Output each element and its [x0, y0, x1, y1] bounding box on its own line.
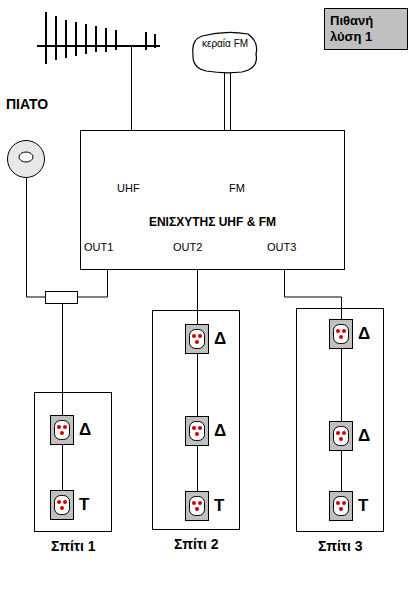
cable-wire [341, 451, 342, 491]
socket-pin [336, 501, 340, 505]
house-node: Σπίτι 2ΔΔΤ [152, 310, 240, 530]
cable [341, 349, 342, 421]
dish-lnb [19, 152, 33, 162]
socket-plate [190, 330, 205, 349]
socket-pin [60, 506, 64, 510]
socket-letter: Τ [358, 496, 368, 516]
wall-socket: Δ [185, 324, 209, 354]
port-label: UHF [117, 181, 140, 195]
socket-pin [195, 432, 199, 436]
house-node: Σπίτι 1ΔΤ [34, 392, 112, 532]
socket-pin [198, 334, 202, 338]
socket-pin [195, 340, 199, 344]
dish-feed [8, 141, 44, 177]
cable [225, 73, 231, 130]
socket-plate [190, 497, 205, 516]
socket-pin [57, 425, 61, 429]
cable-wire [62, 445, 63, 490]
cable-wire [224, 73, 225, 130]
splitter [46, 292, 78, 304]
socket-pin [57, 500, 61, 504]
cable [285, 270, 342, 319]
antenna-label: κεραία FM [199, 38, 251, 50]
socket-face [330, 422, 352, 450]
cable [197, 446, 198, 491]
socket-pin [336, 329, 340, 333]
socket-pin [342, 431, 346, 435]
socket-plate [55, 421, 70, 440]
socket-face [51, 491, 73, 519]
socket-letter: Τ [214, 496, 224, 516]
socket-plate [55, 496, 70, 515]
socket-face [51, 416, 73, 444]
socket-pin [60, 431, 64, 435]
socket-pin [192, 501, 196, 505]
socket-face [330, 492, 352, 520]
cable-wire [230, 73, 231, 130]
cable [197, 354, 198, 416]
amp-node: UHF FM ΕΝΙΣΧΥΤΗΣ UHF & FM OUT1 OUT2 OUT3 [80, 130, 345, 270]
socket-pin [63, 500, 67, 504]
amplifier-name: ΕΝΙΣΧΥΤΗΣ UHF & FM [81, 215, 344, 229]
wall-socket: Δ [329, 421, 353, 451]
socket-face [186, 325, 208, 353]
socket-letter: Δ [358, 324, 370, 344]
dish-label: ΠΙΑΤΟ [6, 95, 48, 113]
socket-pin [198, 426, 202, 430]
socket-pin [192, 334, 196, 338]
socket-plate [334, 427, 349, 446]
title-box: Πιθανή λύση 1 [324, 8, 408, 50]
port-label: FM [229, 181, 245, 195]
socket-plate [190, 422, 205, 441]
house-label: Σπίτι 1 [51, 537, 96, 555]
dish-node: ΠΙΑΤΟ [7, 140, 45, 178]
cable-wire [197, 270, 198, 324]
socket-pin [342, 501, 346, 505]
cloud-shape [193, 32, 257, 72]
wall-socket: Τ [50, 490, 74, 520]
port-label: OUT2 [173, 240, 202, 254]
socket-face [186, 417, 208, 445]
socket-pin [339, 507, 343, 511]
wall-socket: Τ [185, 491, 209, 521]
socket-letter: Δ [358, 426, 370, 446]
house-label: Σπίτι 3 [318, 537, 363, 555]
socket-plate [334, 497, 349, 516]
cable-wire [285, 270, 342, 319]
socket-letter: Τ [79, 495, 89, 515]
socket-pin [336, 431, 340, 435]
cable [197, 270, 198, 324]
socket-pin [339, 335, 343, 339]
port-label: OUT1 [84, 240, 113, 254]
title-text: Πιθανή λύση 1 [330, 13, 402, 45]
socket-letter: Δ [214, 329, 226, 349]
socket-pin [195, 507, 199, 511]
house-node: Σπίτι 3ΔΔΤ [296, 308, 384, 532]
wall-socket: Δ [185, 416, 209, 446]
wall-socket: Τ [329, 491, 353, 521]
socket-letter: Δ [79, 420, 91, 440]
cable-wire [197, 446, 198, 491]
cable [341, 451, 342, 491]
house-label: Σπίτι 2 [174, 535, 219, 553]
cable-wire [341, 349, 342, 421]
socket-pin [63, 425, 67, 429]
cable [62, 445, 63, 490]
socket-face [186, 492, 208, 520]
socket-plate [334, 325, 349, 344]
socket-pin [198, 501, 202, 505]
socket-face [330, 320, 352, 348]
wall-socket: Δ [329, 319, 353, 349]
cloud-node: κεραία FM [190, 30, 260, 74]
socket-pin [192, 426, 196, 430]
socket-letter: Δ [214, 421, 226, 441]
wall-socket: Δ [50, 415, 74, 445]
cable-wire [197, 354, 198, 416]
socket-pin [339, 437, 343, 441]
port-label: OUT3 [267, 240, 296, 254]
cloud-outline [190, 30, 260, 74]
socket-pin [342, 329, 346, 333]
